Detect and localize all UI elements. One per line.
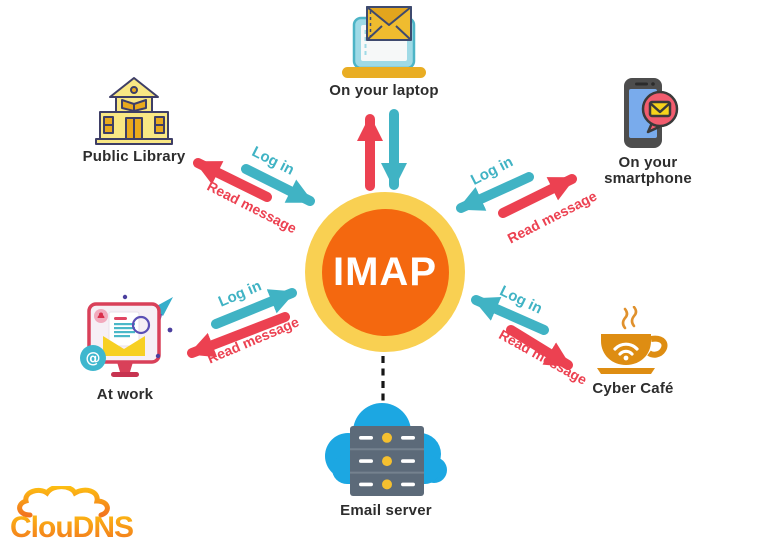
node-smartphone: On your smartphone [596, 76, 700, 188]
arrow-login-lower-left [211, 288, 297, 329]
laptop-email-icon [342, 6, 426, 78]
imap-hub-inner: IMAP [321, 208, 449, 336]
arrow-read-lower-left [187, 312, 290, 358]
node-library-label: Public Library [82, 148, 186, 165]
node-laptop-label: On your laptop [329, 82, 439, 99]
arrow-read-upper-left [193, 158, 272, 202]
arrow-read-upper-right [498, 174, 577, 218]
node-smartphone-label-line1: On your [618, 154, 678, 171]
hub-label: IMAP [333, 249, 437, 294]
arrow-read-lower-right [506, 325, 573, 370]
arrow-login-upper-left [241, 164, 315, 206]
node-server-label: Email server [340, 502, 432, 519]
node-smartphone-label-line2: smartphone [604, 170, 692, 187]
node-laptop: On your laptop [324, 4, 444, 100]
smartphone-email-icon [624, 78, 679, 148]
cloud-server-icon [325, 403, 447, 496]
coffee-wifi-icon [597, 306, 668, 374]
arrow-login-upper-right [456, 172, 534, 213]
svg-text:@: @ [86, 349, 101, 367]
node-work-label: At work [96, 386, 154, 403]
arrow-login-lower-right [471, 295, 549, 335]
node-cafe: Cyber Café [578, 306, 688, 398]
logo-text: ClouDNS [10, 511, 133, 544]
node-server: Email server [320, 398, 452, 520]
library-building-icon [95, 77, 173, 145]
imap-hub: IMAP [305, 192, 465, 352]
node-cafe-label: Cyber Café [592, 380, 674, 397]
work-computer-icon: @ [80, 294, 173, 377]
clouddns-cloud-icon: ClouDNS [10, 484, 134, 544]
clouddns-logo: ClouDNS [8, 484, 144, 544]
node-library: Public Library [76, 76, 192, 166]
node-work: @ At work [66, 292, 184, 404]
